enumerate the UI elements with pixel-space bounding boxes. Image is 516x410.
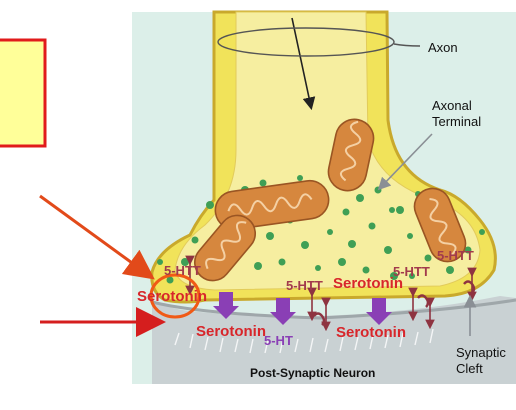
note-box — [0, 40, 45, 146]
axon-label: Axon — [428, 40, 458, 55]
synaptic-cleft-label-line1: Synaptic — [456, 345, 506, 360]
synaptic-cleft-label-line2: Cleft — [456, 361, 483, 376]
serotonin-label-1: Serotonin — [137, 288, 207, 305]
serotonin-label-2: Serotonin — [333, 275, 403, 292]
serotonin-label-4: Serotonin — [336, 324, 406, 341]
htt-label-1: 5-HTT — [164, 263, 201, 278]
htt-label-2: 5-HTT — [286, 278, 323, 293]
post-synaptic-neuron-label: Post-Synaptic Neuron — [250, 366, 375, 380]
axonal-terminal-label-line1: Axonal — [432, 98, 472, 113]
serotonin-label-3: Serotonin — [196, 323, 266, 340]
ht-label: 5-HT — [264, 333, 293, 348]
htt-label-4: 5-HTT — [437, 248, 474, 263]
axonal-terminal-label-line2: Terminal — [432, 114, 481, 129]
